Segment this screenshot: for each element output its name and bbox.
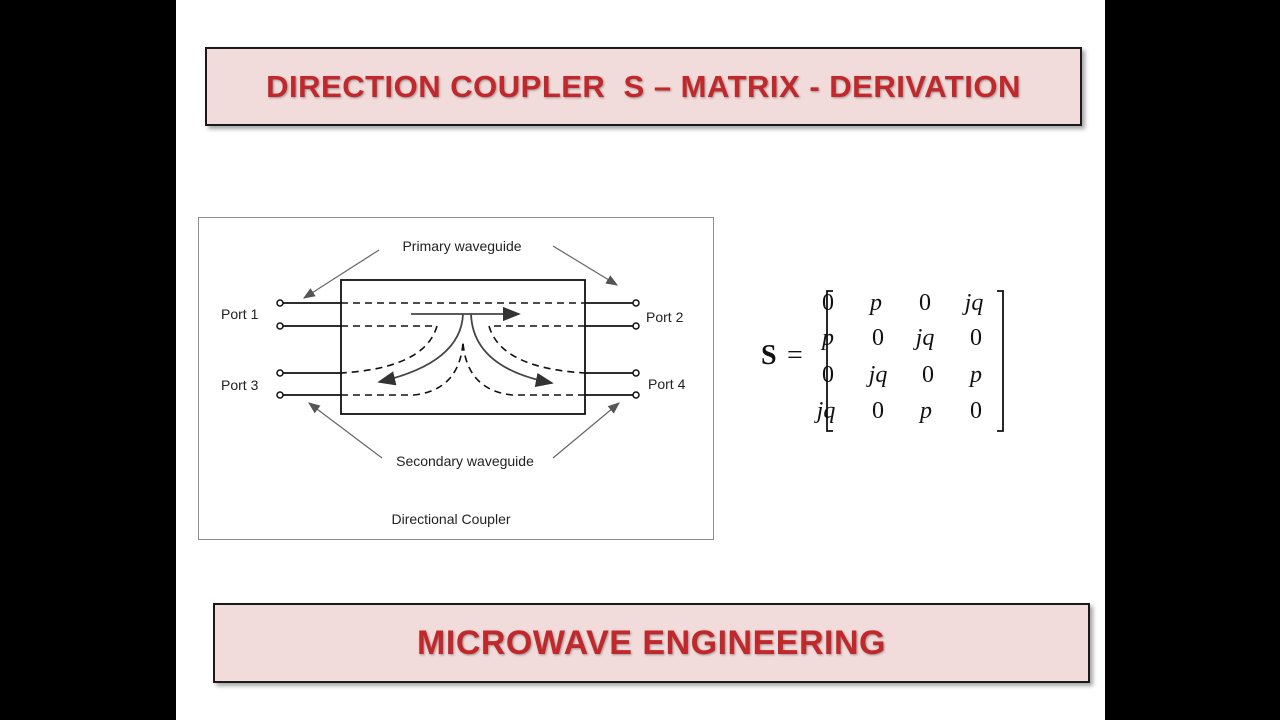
cell-r2-c1: p xyxy=(820,325,834,351)
left-bracket xyxy=(826,290,833,432)
port-terminals xyxy=(276,299,640,399)
cell-r2-c4: 0 xyxy=(970,325,982,351)
coupler-body xyxy=(340,279,586,415)
primary-waveguide-label: Primary waveguide xyxy=(402,238,521,254)
port-1-label: Port 1 xyxy=(221,306,259,322)
cell-r3-c3: 0 xyxy=(922,362,934,388)
diagram-caption: Directional Coupler xyxy=(391,511,510,527)
port-2-label: Port 2 xyxy=(646,309,684,325)
matrix-lhs: S xyxy=(761,340,777,371)
slide: DIRECTION COUPLER S – MATRIX - DERIVATIO… xyxy=(176,0,1105,720)
cell-r2-c2: 0 xyxy=(872,325,884,351)
flow-arrows xyxy=(377,306,554,388)
label-pointers xyxy=(302,245,620,459)
matrix-equals: = xyxy=(787,340,803,371)
cell-r1-c4: jq xyxy=(962,290,984,316)
cell-r3-c1: 0 xyxy=(822,362,834,388)
cell-r4-c1: jq xyxy=(814,398,836,424)
slide-title: DIRECTION COUPLER S – MATRIX - DERIVATIO… xyxy=(266,68,1021,104)
cell-r2-c3: jq xyxy=(913,325,935,351)
port-4-label: Port 4 xyxy=(648,376,686,392)
dashed-field-lines xyxy=(340,302,586,396)
s-matrix-drawing: S = 0 p 0 jq p 0 jq 0 0 jq 0 p jq 0 p 0 xyxy=(761,290,1004,432)
cell-r1-c2: p xyxy=(868,290,882,316)
cell-r4-c4: 0 xyxy=(970,398,982,424)
port-3-label: Port 3 xyxy=(221,377,259,393)
cell-r1-c3: 0 xyxy=(919,290,931,316)
cell-r3-c4: p xyxy=(968,362,982,388)
cell-r4-c3: p xyxy=(918,398,932,424)
s-matrix: S = 0 p 0 jq p 0 jq 0 0 jq 0 p jq 0 p 0 xyxy=(761,286,1041,436)
secondary-waveguide-label: Secondary waveguide xyxy=(396,453,534,469)
footer-banner: MICROWAVE ENGINEERING xyxy=(213,603,1090,683)
right-bracket xyxy=(997,290,1004,432)
port-leads xyxy=(283,302,633,396)
slide-footer: MICROWAVE ENGINEERING xyxy=(417,623,886,662)
coupler-drawing: Primary waveguide Secondary waveguide Di… xyxy=(221,238,686,527)
cell-r1-c1: 0 xyxy=(822,290,834,316)
title-banner: DIRECTION COUPLER S – MATRIX - DERIVATIO… xyxy=(205,47,1082,126)
cell-r3-c2: jq xyxy=(866,362,888,388)
cell-r4-c2: 0 xyxy=(872,398,884,424)
directional-coupler-diagram: Primary waveguide Secondary waveguide Di… xyxy=(198,217,714,540)
